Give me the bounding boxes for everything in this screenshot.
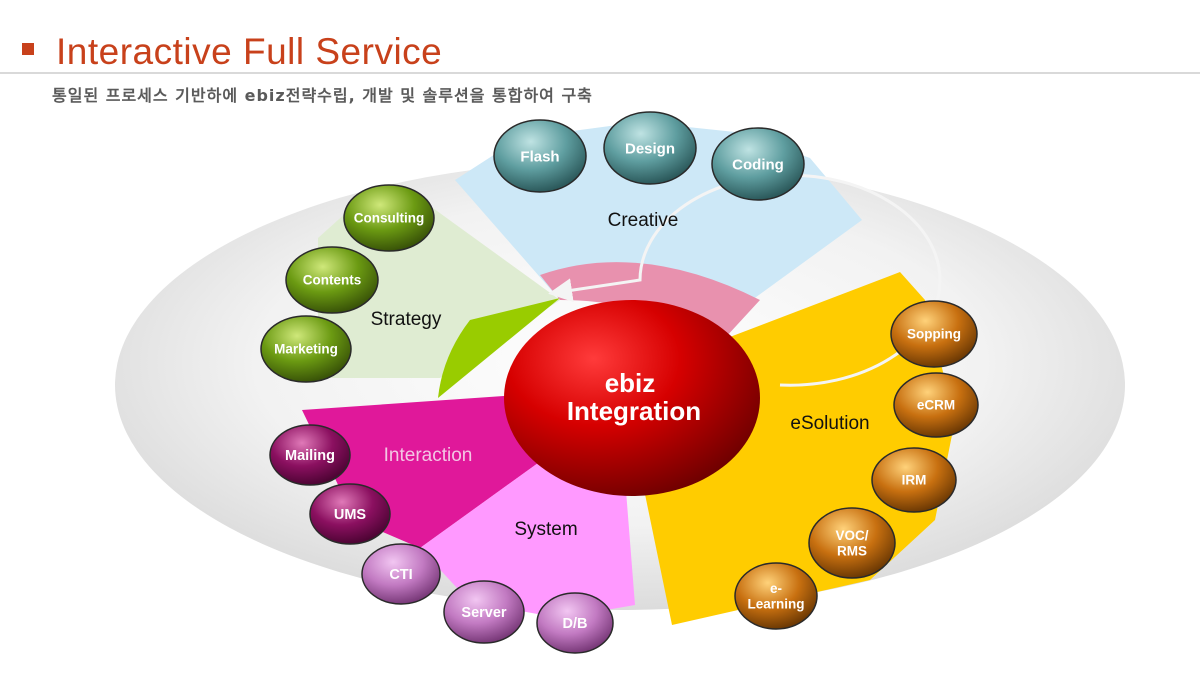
node-circle-mailing <box>269 424 351 486</box>
system-label: System <box>514 519 577 540</box>
service-nodes: Flash DesignCodingConsultingContentsMarke… <box>260 111 979 654</box>
node-circle-coding <box>711 127 805 201</box>
node-design: Design <box>603 111 697 185</box>
node-label-consulting: Consulting <box>354 211 425 226</box>
node-circle-marketing <box>260 315 352 383</box>
strategy-inner-segment <box>438 298 560 398</box>
node-circle-consulting <box>343 184 435 252</box>
node-server: Server <box>443 580 525 644</box>
node-ums: UMS <box>309 483 391 545</box>
center-label-line2: Integration <box>567 396 701 426</box>
node-ecrm: eCRM <box>893 372 979 438</box>
page-title: Interactive Full Service <box>56 31 443 72</box>
node-label-contents: Contents <box>303 273 362 288</box>
center-label-line1: ebiz <box>605 368 656 398</box>
node-mailing: Mailing <box>269 424 351 486</box>
node-label-sopping: Sopping <box>907 327 961 342</box>
node-label-voc-rms-1: VOC/ <box>835 528 868 543</box>
cycle-arrow <box>548 173 942 387</box>
node-voc-rms: VOC/RMS <box>808 507 896 579</box>
node-label-e-learning-1: e- <box>770 581 782 596</box>
node-circle-voc-rms <box>808 507 896 579</box>
node-circle-server <box>443 580 525 644</box>
node-label-irm: IRM <box>902 473 927 488</box>
node-label-server: Server <box>461 605 507 621</box>
node-circle-design <box>603 111 697 185</box>
node-label-e-learning-2: Learning <box>747 596 804 611</box>
esolution-label: eSolution <box>790 413 869 434</box>
node-marketing: Marketing <box>260 315 352 383</box>
node-label-ecrm: eCRM <box>917 398 955 413</box>
node-label-voc-rms-2: RMS <box>837 543 867 558</box>
node-consulting: Consulting <box>343 184 435 252</box>
node-label-d-b: D/B <box>563 616 588 632</box>
node-circle-irm <box>871 447 957 513</box>
center-hub <box>504 300 760 496</box>
node-cti: CTI <box>361 543 441 605</box>
node-circle-cti <box>361 543 441 605</box>
node-irm: IRM <box>871 447 957 513</box>
node-flash: Flash <box>493 119 587 193</box>
node-circle-flash <box>493 119 587 193</box>
node-circle-ums <box>309 483 391 545</box>
node-label-mailing: Mailing <box>285 448 335 464</box>
page-subtitle: 통일된 프로세스 기반하에 ebiz전략수립, 개발 및 솔루션을 통합하여 구… <box>52 86 593 105</box>
node-coding: Coding <box>711 127 805 201</box>
node-contents: Contents <box>285 246 379 314</box>
system-segment <box>420 458 635 618</box>
node-label-flash: Flash <box>520 148 559 165</box>
node-label-cti: CTI <box>389 567 412 583</box>
title-divider <box>0 72 1200 74</box>
node-circle-contents <box>285 246 379 314</box>
node-sopping: Sopping <box>890 300 978 368</box>
node-circle-e-learning <box>734 562 818 630</box>
interaction-label: Interaction <box>384 445 473 466</box>
node-label-coding: Coding <box>732 156 784 173</box>
node-d-b: D/B <box>536 592 614 654</box>
title-bullet-icon <box>22 43 34 55</box>
node-e-learning: e-Learning <box>734 562 818 630</box>
node-circle-ecrm <box>893 372 979 438</box>
node-circle-sopping <box>890 300 978 368</box>
creative-label: Creative <box>608 210 679 231</box>
node-circle-d-b <box>536 592 614 654</box>
node-label-design: Design <box>625 140 675 157</box>
strategy-label: Strategy <box>371 309 442 330</box>
node-label-ums: UMS <box>334 507 367 523</box>
node-label-marketing: Marketing <box>274 342 338 357</box>
